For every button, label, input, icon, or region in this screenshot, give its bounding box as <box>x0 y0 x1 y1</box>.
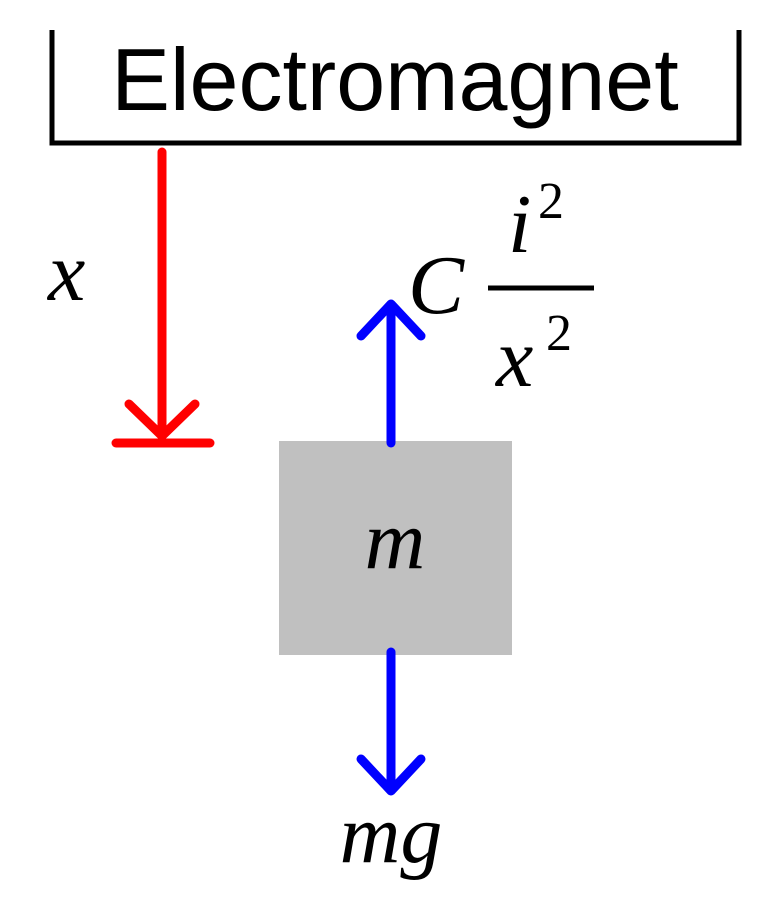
numerator-exponent: 2 <box>538 173 564 230</box>
gravity-force-arrow <box>356 647 426 796</box>
force-coefficient: C <box>408 239 465 332</box>
gravity-force-label: mg <box>340 788 443 881</box>
denominator-exponent: 2 <box>546 305 572 362</box>
displacement-arrow-head <box>124 399 200 441</box>
magnetic-force-arrow-head <box>356 299 426 341</box>
magnetic-force-arrow <box>356 299 426 448</box>
displacement-label: x <box>46 226 85 319</box>
denominator-variable: x <box>494 312 533 405</box>
mass-block-body <box>279 441 512 655</box>
gravity-force-arrow-head <box>356 754 426 796</box>
mass-block: m <box>279 441 512 655</box>
electromagnet: Electromagnet <box>49 30 742 146</box>
displacement-arrow <box>111 147 215 448</box>
numerator-variable: i <box>508 178 531 271</box>
magnetic-force-expression: C i 2 x 2 <box>408 173 594 405</box>
electromagnet-bracket <box>49 30 742 146</box>
electromagnet-label: Electromagnet <box>111 30 678 129</box>
mass-label: m <box>365 494 426 587</box>
